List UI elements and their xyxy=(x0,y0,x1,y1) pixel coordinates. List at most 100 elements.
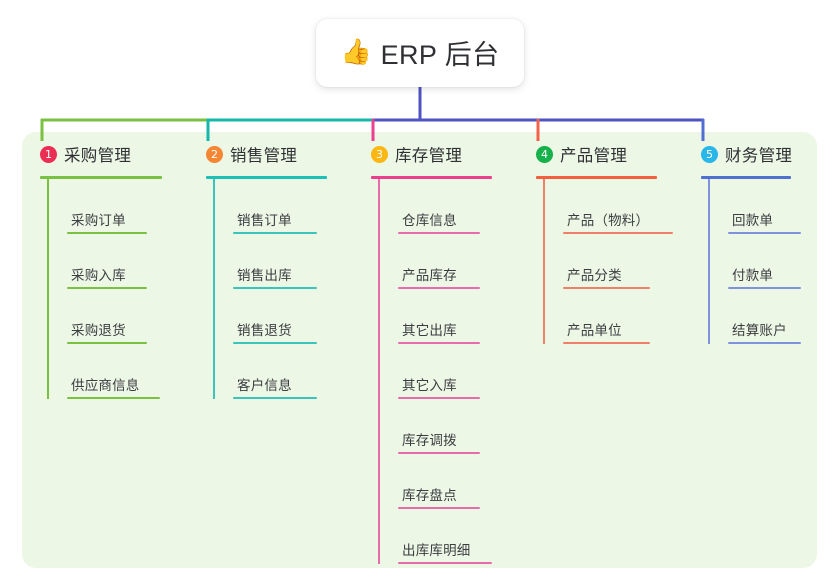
leaf-item-label: 销售出库 xyxy=(237,267,292,283)
column-header-rule xyxy=(40,176,162,179)
leaf-item-label: 产品库存 xyxy=(402,267,457,283)
leaf-item-rule xyxy=(728,286,802,289)
leaf-item-rule xyxy=(233,396,318,399)
leaf-list: 回款单付款单结算账户 xyxy=(708,178,817,344)
column-title: 财务管理 xyxy=(725,147,793,165)
column-badge-5: 5 xyxy=(701,145,718,163)
leaf-item-label: 其它出库 xyxy=(402,322,457,338)
column-header-1[interactable]: 1 采购管理 xyxy=(22,132,188,176)
leaf-item-rule xyxy=(563,341,651,344)
leaf-item-label: 回款单 xyxy=(732,212,774,228)
column-badge-3: 3 xyxy=(371,145,388,163)
leaf-item-label: 采购订单 xyxy=(71,212,126,228)
leaf-item-rule xyxy=(67,286,148,289)
leaf-item[interactable]: 其它出库 xyxy=(398,289,518,344)
leaf-item-label: 库存盘点 xyxy=(402,487,457,503)
leaf-list: 采购订单采购入库采购退货供应商信息 xyxy=(47,178,188,399)
leaf-item-rule xyxy=(67,341,148,344)
column-销售管理: 2 销售管理销售订单销售出库销售退货客户信息 xyxy=(188,132,353,568)
leaf-item[interactable]: 库存调拨 xyxy=(398,399,518,454)
leaf-spine xyxy=(708,178,710,344)
root-node-label: ERP 后台 xyxy=(380,39,500,70)
leaf-item[interactable]: 库存盘点 xyxy=(398,454,518,509)
leaf-item[interactable]: 产品单位 xyxy=(563,289,683,344)
leaf-item-rule xyxy=(728,341,802,344)
column-库存管理: 3 库存管理仓库信息产品库存其它出库其它入库库存调拨库存盘点出库库明细 xyxy=(353,132,518,568)
leaf-item-label: 产品单位 xyxy=(567,322,622,338)
leaf-item-label: 采购入库 xyxy=(71,267,126,283)
leaf-item-label: 出库库明细 xyxy=(402,542,471,558)
leaf-item[interactable]: 销售订单 xyxy=(233,179,353,234)
leaf-item-label: 供应商信息 xyxy=(71,377,140,393)
leaf-item[interactable]: 结算账户 xyxy=(728,289,817,344)
diagram-panel xyxy=(22,132,817,568)
column-title: 采购管理 xyxy=(64,147,132,165)
leaf-item[interactable]: 采购订单 xyxy=(67,179,188,234)
leaf-list: 仓库信息产品库存其它出库其它入库库存调拨库存盘点出库库明细 xyxy=(378,178,518,564)
leaf-item-rule xyxy=(398,286,481,289)
leaf-item[interactable]: 客户信息 xyxy=(233,344,353,399)
leaf-item[interactable]: 供应商信息 xyxy=(67,344,188,399)
root-node[interactable]: 👍 ERP 后台 xyxy=(316,19,524,87)
column-header-rule xyxy=(701,176,791,179)
column-badge-1: 1 xyxy=(40,145,57,163)
leaf-item[interactable]: 产品分类 xyxy=(563,234,683,289)
leaf-item[interactable]: 其它入库 xyxy=(398,344,518,399)
column-采购管理: 1 采购管理采购订单采购入库采购退货供应商信息 xyxy=(22,132,188,568)
leaf-spine xyxy=(543,178,545,344)
column-title: 产品管理 xyxy=(560,147,628,165)
leaf-item-rule xyxy=(398,231,481,234)
leaf-item-rule xyxy=(398,561,493,564)
leaf-item[interactable]: 采购退货 xyxy=(67,289,188,344)
column-badge-4: 4 xyxy=(536,145,553,163)
column-title: 销售管理 xyxy=(230,147,298,165)
leaf-item[interactable]: 采购入库 xyxy=(67,234,188,289)
leaf-list: 产品（物料） 产品分类产品单位 xyxy=(543,178,683,344)
leaf-spine xyxy=(378,178,380,564)
column-container: 1 采购管理采购订单采购入库采购退货供应商信息 2 销售管理销售订单销售出库销售退货客… xyxy=(22,132,817,568)
leaf-item[interactable]: 销售退货 xyxy=(233,289,353,344)
leaf-item-label: 结算账户 xyxy=(732,322,787,338)
leaf-item-rule xyxy=(398,451,481,454)
leaf-item-rule xyxy=(233,341,318,344)
leaf-item[interactable]: 付款单 xyxy=(728,234,817,289)
leaf-item-rule xyxy=(233,286,318,289)
column-header-rule xyxy=(371,176,492,179)
column-header-4[interactable]: 4 产品管理 xyxy=(518,132,683,176)
column-title: 库存管理 xyxy=(395,147,463,165)
leaf-item-label: 仓库信息 xyxy=(402,212,457,228)
leaf-item-label: 付款单 xyxy=(732,267,774,283)
leaf-item-rule xyxy=(233,231,318,234)
leaf-item-label: 产品（物料） xyxy=(567,212,650,228)
leaf-spine xyxy=(213,178,215,399)
leaf-spine xyxy=(47,178,49,399)
leaf-item-label: 其它入库 xyxy=(402,377,457,393)
leaf-item[interactable]: 销售出库 xyxy=(233,234,353,289)
column-badge-2: 2 xyxy=(206,145,223,163)
leaf-item[interactable]: 产品库存 xyxy=(398,234,518,289)
leaf-item-label: 销售订单 xyxy=(237,212,292,228)
leaf-item-label: 客户信息 xyxy=(237,377,292,393)
leaf-item-rule xyxy=(563,231,674,234)
column-header-5[interactable]: 5 财务管理 xyxy=(683,132,817,176)
leaf-item-rule xyxy=(728,231,802,234)
leaf-item-label: 库存调拨 xyxy=(402,432,457,448)
leaf-item[interactable]: 产品（物料） xyxy=(563,179,683,234)
root-node-content: 👍 ERP 后台 xyxy=(340,33,499,72)
leaf-item-rule xyxy=(398,341,481,344)
thumbs-up-icon: 👍 xyxy=(340,37,372,66)
column-header-3[interactable]: 3 库存管理 xyxy=(353,132,518,176)
column-财务管理: 5 财务管理回款单付款单结算账户 xyxy=(683,132,817,568)
column-header-rule xyxy=(536,176,657,179)
leaf-item-rule xyxy=(398,506,481,509)
leaf-list: 销售订单销售出库销售退货客户信息 xyxy=(213,178,353,399)
leaf-item-label: 销售退货 xyxy=(237,322,292,338)
leaf-item-rule xyxy=(67,396,161,399)
leaf-item-label: 采购退货 xyxy=(71,322,126,338)
leaf-item-label: 产品分类 xyxy=(567,267,622,283)
leaf-item-rule xyxy=(67,231,148,234)
leaf-item[interactable]: 仓库信息 xyxy=(398,179,518,234)
leaf-item[interactable]: 出库库明细 xyxy=(398,509,518,564)
column-header-2[interactable]: 2 销售管理 xyxy=(188,132,353,176)
leaf-item[interactable]: 回款单 xyxy=(728,179,817,234)
